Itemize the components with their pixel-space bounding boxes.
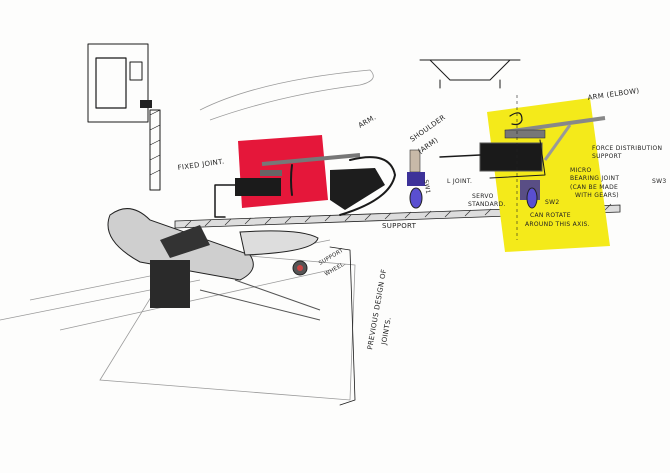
with-gears-label: WITH GEARS) bbox=[575, 192, 619, 199]
micro-label: MICRO bbox=[570, 167, 592, 174]
top-center-section-drawing bbox=[199, 59, 521, 121]
shoulder-joint-drawing bbox=[407, 149, 425, 209]
support-label: SUPPORT bbox=[382, 222, 417, 230]
around-axis-label: AROUND THIS AXIS. bbox=[525, 221, 590, 228]
fixed-joint-label: FIXED JOINT. bbox=[177, 158, 225, 172]
arm-label: ARM. bbox=[357, 113, 378, 129]
shoulder-label: SHOULDER bbox=[409, 113, 447, 143]
bearing-joint-label: BEARING JOINT bbox=[570, 175, 619, 182]
force-support-label: FORCE DISTRIBUTION bbox=[592, 145, 662, 152]
can-be-made-label: (CAN BE MADE bbox=[570, 184, 618, 191]
can-rotate-label: CAN ROTATE bbox=[530, 212, 571, 219]
sw1-label: SW1 bbox=[422, 179, 431, 194]
sw3-label: SW3 bbox=[652, 178, 666, 185]
sw2-label: SW2 bbox=[545, 199, 559, 206]
fixed-joint-arm-drawing bbox=[214, 135, 396, 218]
elbow-joint-drawing bbox=[439, 95, 610, 252]
servo-label: SERVO bbox=[472, 193, 494, 200]
servo-standard-label: STANDARD. bbox=[468, 201, 506, 208]
l-joint-label: L JOINT. bbox=[447, 178, 472, 185]
top-left-section-drawing bbox=[87, 43, 161, 191]
previous-joint-design-drawing bbox=[0, 208, 356, 406]
force-support-label-2: SUPPORT bbox=[592, 153, 622, 160]
arm-elbow-label: ARM (ELBOW) bbox=[587, 87, 640, 102]
shoulder-arm-label: (ARM) bbox=[417, 136, 440, 156]
previous-design-label-2: JOINTS. bbox=[380, 316, 393, 346]
